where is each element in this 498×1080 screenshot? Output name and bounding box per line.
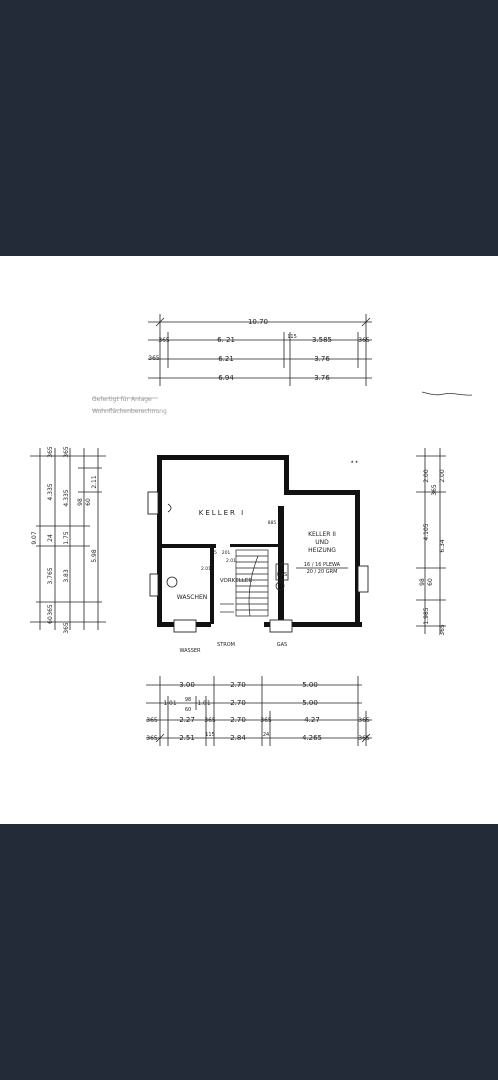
label-gas: GAS: [277, 642, 287, 648]
dim-left-t1: 365: [47, 446, 54, 458]
top-dark-bar: [0, 0, 498, 256]
dim-right-c1: 98: [419, 578, 426, 586]
dim-left-t2: 365: [63, 446, 70, 458]
dim-bot-r3-a: 365: [146, 717, 158, 724]
dim-right-b2: 6.34: [439, 539, 446, 553]
chimney-spec-2: 20 / 20 GRM: [307, 569, 338, 575]
dim-left-b1: 3.765: [47, 567, 54, 584]
floor-plan-sheet: 10.70 365 6. 21 115 3.585 365 365 6.21 3…: [0, 256, 498, 824]
dim-left-a2: 4.335: [63, 489, 70, 506]
interior-dim-3: 2.01: [201, 566, 211, 572]
dim-right-d2: 365: [439, 624, 446, 636]
dim-top-total: 10.70: [248, 318, 268, 326]
dim-top-r3-b: 6.21: [218, 355, 234, 363]
floor-plan-drawing: 10.70 365 6. 21 115 3.585 365 365 6.21 3…: [30, 314, 473, 746]
dim-bot-r4-e: 24: [263, 732, 269, 738]
dim-left-a3: 24: [47, 534, 54, 542]
dim-left-c6: 60: [47, 616, 54, 624]
dim-top-r2-b: 6. 21: [217, 336, 235, 344]
dim-bot-r4-c: 115: [205, 732, 215, 738]
dim-left-a1: 4.335: [47, 483, 54, 500]
room-keller-2-l3: HEIZUNG: [308, 547, 336, 554]
dim-left-c2: 365: [63, 622, 70, 634]
dim-left-b3: 5.98: [91, 549, 98, 563]
interior-dim-2: 201: [222, 550, 231, 556]
dim-top-r3-a: 365: [148, 355, 160, 362]
interior-dim-5: 2.01: [226, 558, 236, 564]
dim-bot-r2-d: 1.01: [197, 700, 211, 707]
dim-bot-r2-a: 1.01: [163, 700, 177, 707]
room-vorkeller: VORKELLER: [220, 578, 253, 584]
room-waschen: WASCHEN: [177, 594, 208, 601]
dim-right-a1: 2.00: [423, 469, 430, 483]
room-keller-2-l2: UND: [315, 539, 329, 546]
dim-top-r3-c: 3.76: [314, 355, 330, 363]
label-wasser: WASSER: [179, 648, 201, 654]
interior-dim-4: 75: [211, 550, 217, 556]
dim-bot-r3-b: 2.27: [179, 716, 195, 724]
dim-left-a4: 1.75: [63, 531, 70, 545]
gas-meter-label: GAS: [277, 572, 287, 578]
dim-bot-r4-b: 2.51: [179, 734, 195, 742]
dim-bot-r3-f: 4.27: [304, 716, 320, 724]
dim-left-c3: 2.11: [91, 475, 98, 489]
dim-top-r2-e: 115: [287, 334, 297, 340]
dim-bot-r3-g: 365: [358, 717, 370, 724]
room-keller-2-l1: KELLER II: [308, 531, 336, 538]
dim-bot-r2-e: 2.70: [230, 699, 246, 707]
dim-bot-r1-b: 2.70: [230, 681, 246, 689]
dim-top-r2-d: 365: [358, 337, 370, 344]
dim-bot-r3-d: 2.70: [230, 716, 246, 724]
dim-left-c4: 98: [77, 498, 84, 506]
north-mark: ⋆⋆: [350, 458, 359, 466]
dim-bot-r4-a: 365: [146, 735, 158, 742]
stamp-line-2: Wohnflächenberechnung: [92, 408, 167, 415]
stamp-line-1: Gefertigt für Anlage: [92, 396, 152, 403]
dim-bot-r3-e: 365: [260, 717, 272, 724]
dim-right-d1: 1.985: [423, 607, 430, 624]
dim-left-c1: 365: [47, 604, 54, 616]
chimney-spec-1: 16 / 16 PLEWA: [304, 562, 341, 568]
dim-bot-r2-c: 60: [185, 707, 191, 713]
dim-bot-r1-c: 5.00: [302, 681, 318, 689]
dim-bot-r1-a: 3.00: [179, 681, 195, 689]
dim-bot-r4-g: 365: [358, 735, 370, 742]
dim-right-a3: 365: [431, 484, 438, 496]
dim-bot-r3-c: 365: [204, 717, 216, 724]
room-keller-1: KELLER I: [199, 509, 245, 517]
dim-bot-r2-b: 98: [185, 697, 191, 703]
dim-bot-r4-f: 4.265: [302, 734, 322, 742]
dim-top-r4-b: 6.94: [218, 374, 234, 382]
label-strom: STROM: [217, 642, 235, 648]
dim-right-b1: 4.105: [423, 523, 430, 540]
dim-right-c2: 60: [427, 578, 434, 586]
dim-left-total: 9.07: [31, 531, 38, 545]
dim-left-c5: 60: [85, 498, 92, 506]
interior-dim-1: 885: [268, 520, 277, 526]
dim-left-b2: 3.83: [63, 569, 70, 583]
dim-bot-r4-d: 2.84: [230, 734, 246, 742]
dim-top-r4-c: 3.76: [314, 374, 330, 382]
dim-top-r2-a: 365: [158, 337, 170, 344]
signature-stroke: [421, 391, 473, 396]
bottom-dark-bar: [0, 824, 498, 1080]
dim-bot-r2-f: 5.00: [302, 699, 318, 707]
dim-right-a2: 2.00: [439, 469, 446, 483]
dim-top-r2-c: 3.585: [312, 336, 332, 344]
